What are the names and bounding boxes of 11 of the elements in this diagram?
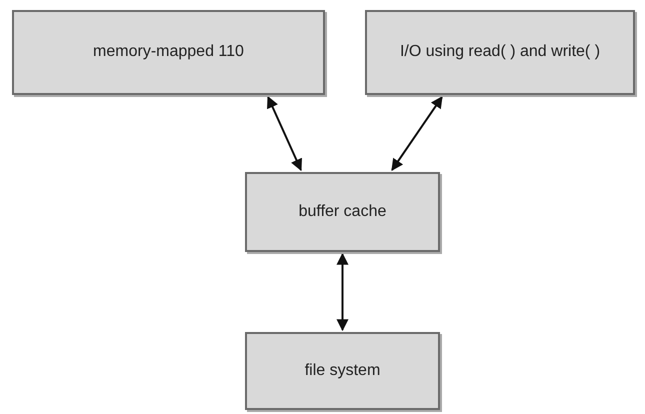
process-box	[365, 10, 635, 95]
box-label: memory-mapped 110	[93, 42, 244, 62]
process-box	[245, 172, 440, 252]
box-label: I/O using read( ) and write( )	[400, 42, 600, 62]
box-label: buffer cache	[298, 202, 386, 222]
arrow	[267, 96, 302, 172]
arrow	[391, 96, 443, 171]
process-box	[245, 332, 440, 410]
box-label: file system	[304, 360, 380, 381]
arrow	[336, 252, 348, 332]
process-box	[12, 10, 325, 95]
